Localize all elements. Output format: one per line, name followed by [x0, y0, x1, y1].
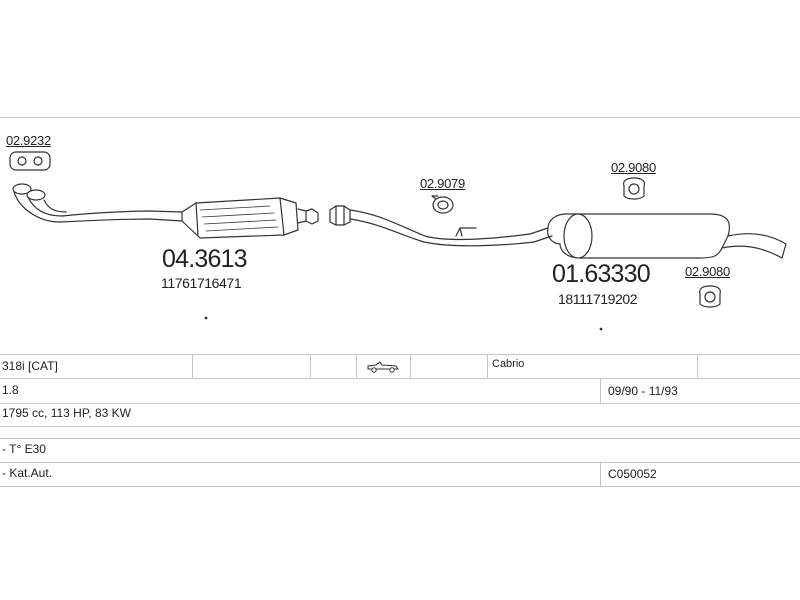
mounting-ring-icon — [431, 195, 454, 214]
mid-flange-icon — [329, 205, 351, 226]
mounting-ring-icon — [623, 177, 645, 200]
vehicle-note: - Kat.Aut. — [2, 466, 53, 480]
rear-silencer-icon — [547, 213, 787, 259]
kit-number: C050052 — [608, 467, 657, 481]
front-pipe-icon — [12, 183, 183, 223]
table-border — [0, 426, 800, 427]
table-border — [0, 462, 800, 463]
middle-pipe-icon — [349, 209, 553, 247]
table-divider — [487, 354, 488, 378]
engine-size: 1.8 — [2, 383, 19, 397]
table-border — [0, 438, 800, 439]
gasket-icon — [9, 151, 51, 171]
part-code-silencer: 01.63330 — [552, 260, 651, 288]
table-border — [0, 378, 800, 379]
convertible-car-icon — [367, 361, 399, 373]
part-code-catalyst: 04.3613 — [162, 245, 248, 273]
oem-number-catalyst: 11761716471 — [161, 275, 242, 291]
part-code-ring-top: 02.9080 — [611, 160, 656, 175]
part-code-ring-mid: 02.9079 — [420, 176, 465, 191]
part-code-ring-bottom: 02.9080 — [685, 264, 730, 279]
mounting-ring-icon — [699, 285, 721, 308]
vehicle-type: - T° E30 — [2, 442, 46, 456]
part-code-gasket: 02.9232 — [6, 133, 51, 148]
body-type: Cabrio — [492, 358, 525, 370]
table-divider — [310, 354, 311, 378]
production-years: 09/90 - 11/93 — [608, 384, 678, 398]
catalyst-icon — [181, 197, 319, 239]
diagram-top-border — [0, 117, 800, 118]
exhaust-system-drawing — [9, 151, 787, 331]
vehicle-model: 318i [CAT] — [2, 359, 58, 373]
oem-number-silencer: 18111719202 — [558, 291, 638, 307]
table-divider — [697, 354, 698, 378]
table-divider — [356, 354, 357, 378]
table-divider — [410, 354, 411, 378]
table-divider — [600, 462, 601, 486]
table-divider — [600, 378, 601, 403]
table-border — [0, 403, 800, 404]
table-border — [0, 354, 800, 355]
engine-specs: 1795 cc, 113 HP, 83 KW — [2, 406, 131, 420]
table-divider — [192, 354, 193, 378]
table-border — [0, 486, 800, 487]
